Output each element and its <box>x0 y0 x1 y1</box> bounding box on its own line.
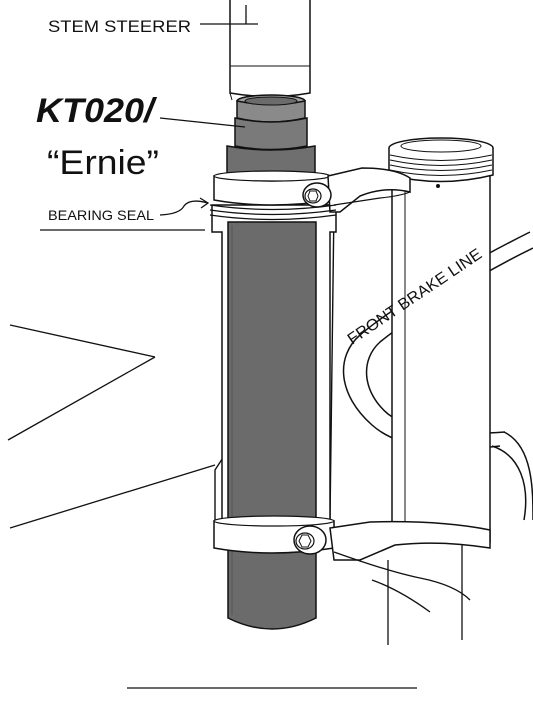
label-bearing-seal: BEARING SEAL <box>48 207 154 223</box>
bearing-seal-ring <box>209 204 337 221</box>
fork-leg-right <box>387 137 494 645</box>
label-stem-steerer: STEM STEERER <box>48 17 191 36</box>
top-clamp <box>213 167 411 213</box>
frame-lines <box>7 229 216 529</box>
leader-lines <box>159 5 258 216</box>
kt020-leader <box>159 117 246 128</box>
stem-steerer-tube <box>229 0 311 101</box>
label-ernie: “Ernie” <box>47 144 159 182</box>
bottom-clamp <box>213 515 491 613</box>
label-kt020: KT020/ <box>36 92 158 130</box>
bearing-seal-leader <box>159 200 209 216</box>
